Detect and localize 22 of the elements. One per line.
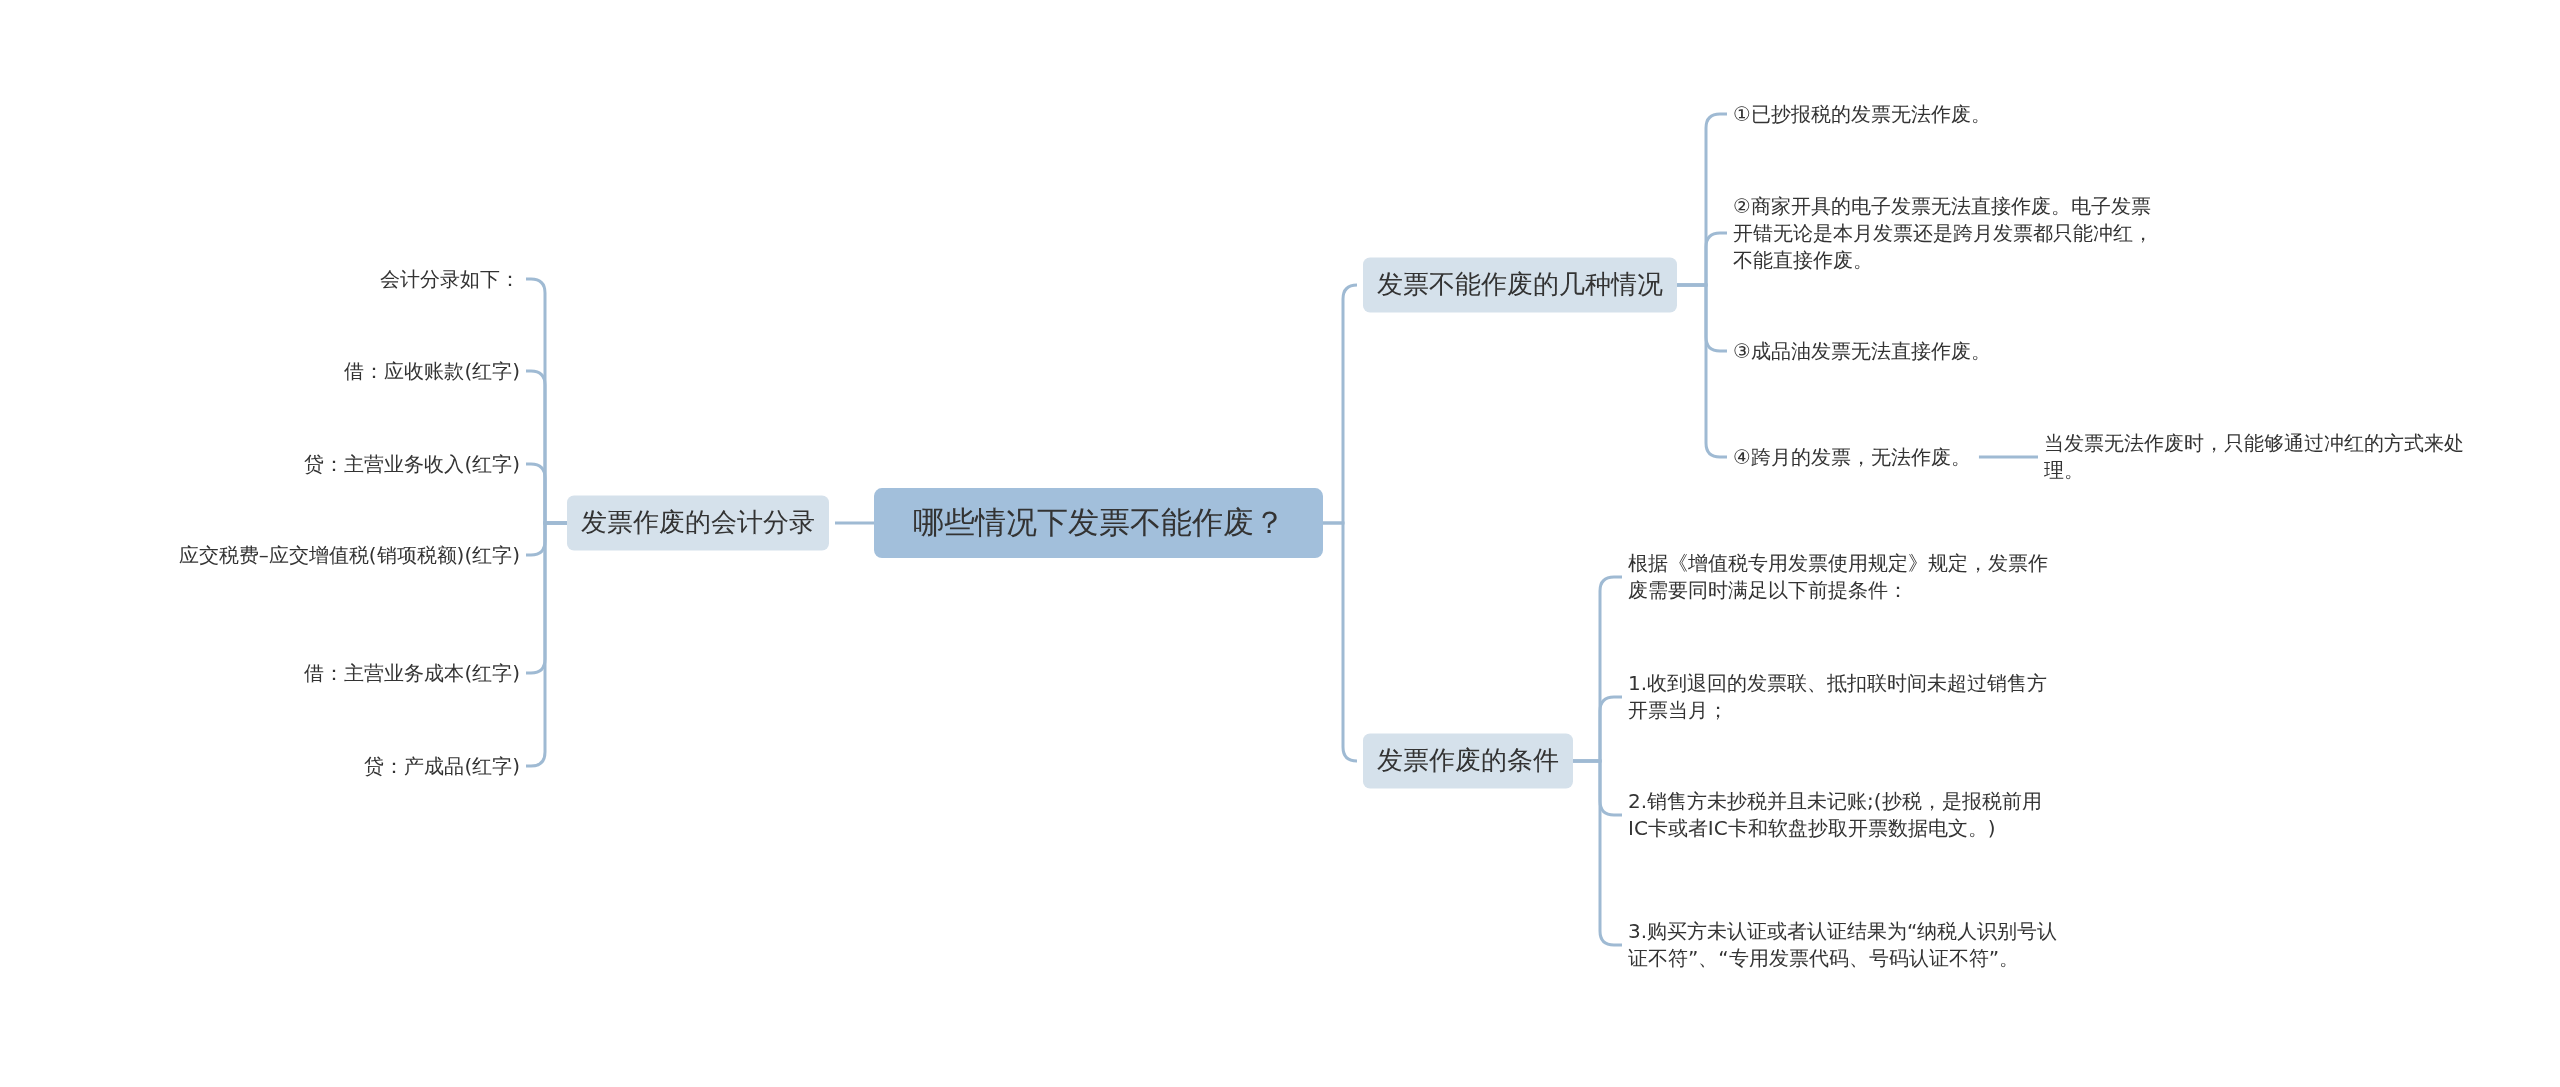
connector-line — [835, 521, 874, 525]
topic-text: 借：主营业务成本(红字) — [304, 659, 520, 687]
topic-text: 当发票无法作废时，只能够通过冲红的方式来处理。 — [2044, 430, 2484, 484]
topic-box: 发票作废的条件 — [1363, 733, 1573, 789]
topic-text: 2.销售方未抄税并且未记账;(抄税，是报税前用IC卡或者IC卡和软盘抄取开票数据电文。) — [1628, 788, 2058, 842]
topic-text: 会计分录如下： — [380, 265, 520, 293]
connector-line — [1323, 521, 1359, 763]
topic-text: ④跨月的发票，无法作废。 — [1733, 443, 1971, 471]
topic-text: 应交税费–应交增值税(销项税额)(红字) — [178, 541, 520, 569]
topic-text: 1.收到退回的发票联、抵扣联时间未超过销售方开票当月； — [1628, 670, 2058, 724]
topic-box: 发票作废的会计分录 — [567, 495, 829, 551]
topic-text: ①已抄报税的发票无法作废。 — [1733, 100, 2163, 128]
topic-text: 根据《增值税专用发票使用规定》规定，发票作废需要同时满足以下前提条件： — [1628, 550, 2058, 604]
topic-text: 3.购买方未认证或者认证结果为“纳税人识别号认证不符”、“专用发票代码、号码认证不符”。 — [1628, 918, 2058, 972]
connector-line — [1978, 455, 2038, 459]
topic-box: 发票不能作废的几种情况 — [1363, 257, 1677, 313]
topic-text: 贷：主营业务收入(红字) — [304, 450, 520, 478]
central-topic-box: 哪些情况下发票不能作废？ — [874, 488, 1323, 558]
topic-text: ②商家开具的电子发票无法直接作废。电子发票开错无论是本月发票还是跨月发票都只能冲红，不能直接作废。 — [1733, 192, 2163, 274]
topic-text: 借：应收账款(红字) — [344, 357, 520, 385]
topic-text: ③成品油发票无法直接作废。 — [1733, 337, 2163, 365]
topic-text: 贷：产成品(红字) — [364, 752, 520, 780]
